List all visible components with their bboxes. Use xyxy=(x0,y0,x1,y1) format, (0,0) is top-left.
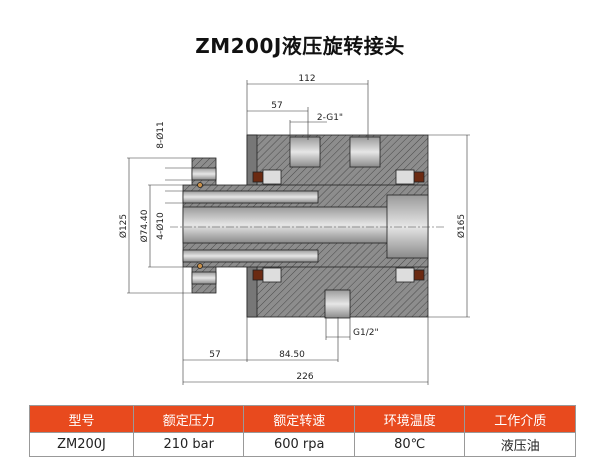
header-temperature: 环境温度 xyxy=(353,405,466,433)
spec-table: 型号 额定压力 额定转速 环境温度 工作介质 ZM200J 210 bar 60… xyxy=(29,405,576,457)
header-pressure: 额定压力 xyxy=(132,405,245,433)
header-model: 型号 xyxy=(29,405,134,433)
dim-d165: Ø165 xyxy=(456,214,467,238)
header-medium: 工作介质 xyxy=(464,405,576,433)
dim-g1-2: G1/2" xyxy=(353,328,379,338)
dim-57-bottom: 57 xyxy=(209,350,220,360)
dim-d74: Ø74.40 xyxy=(139,209,150,242)
cell-model: ZM200J xyxy=(29,432,134,457)
dim-84-50: 84.50 xyxy=(279,350,305,360)
dimension-lines xyxy=(127,80,470,385)
cell-pressure: 210 bar xyxy=(132,432,245,457)
cell-medium: 液压油 xyxy=(464,432,576,457)
dim-2-g1: 2-G1" xyxy=(317,113,343,123)
cell-speed: 600 rpa xyxy=(243,432,355,457)
header-speed: 额定转速 xyxy=(243,405,355,433)
dim-226: 226 xyxy=(296,372,313,382)
housing xyxy=(182,134,429,319)
page-title: ZM200J液压旋转接头 xyxy=(195,34,405,58)
dim-d125: Ø125 xyxy=(118,214,129,238)
table-row: ZM200J 210 bar 600 rpa 80℃ 液压油 xyxy=(29,432,576,457)
table-header-row: 型号 额定压力 额定转速 环境温度 工作介质 xyxy=(29,405,576,433)
dim-112: 112 xyxy=(298,74,315,84)
technical-drawing: 112 57 2-G1" 8-Ø11 Ø125 Ø74.40 4-Ø10 Ø16… xyxy=(118,74,470,385)
dim-8-holes: 8-Ø11 xyxy=(155,121,166,149)
cell-temperature: 80℃ xyxy=(353,432,466,457)
dim-57-top: 57 xyxy=(271,101,282,111)
dim-4-holes: 4-Ø10 xyxy=(155,212,166,240)
